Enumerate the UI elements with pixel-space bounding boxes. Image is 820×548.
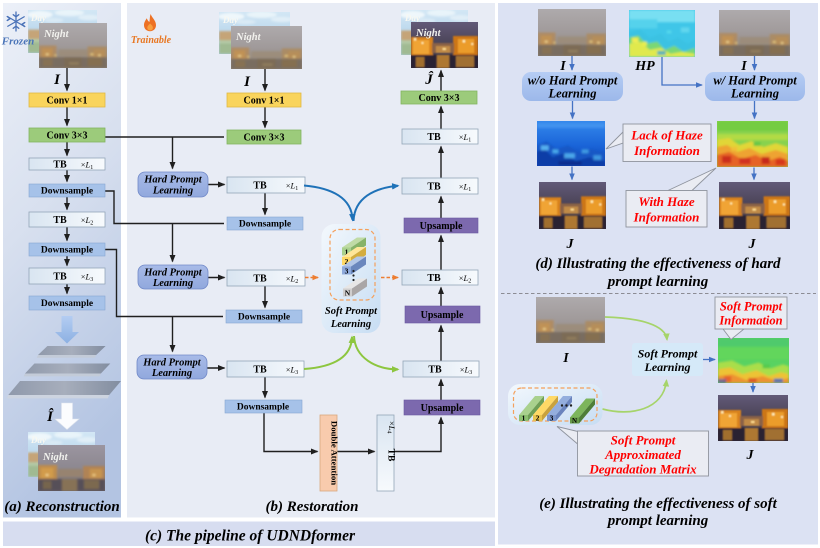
- svg-text:2: 2: [345, 257, 349, 266]
- svg-text:(c) The pipeline of UDNDformer: (c) The pipeline of UDNDformer: [145, 528, 356, 545]
- svg-text:2: 2: [536, 414, 540, 423]
- svg-text:Conv 3×3: Conv 3×3: [47, 131, 88, 142]
- svg-text:Double Attention: Double Attention: [330, 421, 340, 485]
- svg-text:w/ Hard Prompt: w/ Hard Prompt: [713, 74, 797, 88]
- svg-text:Learning: Learning: [548, 87, 597, 101]
- svg-text:Downsample: Downsample: [238, 313, 290, 323]
- svg-text:Downsample: Downsample: [41, 246, 93, 256]
- svg-text:Conv 3×3: Conv 3×3: [419, 93, 460, 104]
- svg-text:Ĵ: Ĵ: [424, 71, 434, 88]
- svg-text:Hard Prompt: Hard Prompt: [142, 358, 202, 369]
- svg-text:(e) Illustrating the effective: (e) Illustrating the effectiveness of so…: [539, 496, 777, 512]
- svg-text:Upsample: Upsample: [421, 403, 464, 414]
- svg-text:Soft Prompt: Soft Prompt: [720, 300, 783, 314]
- svg-text:(d) Illustrating the effective: (d) Illustrating the effectiveness of ha…: [535, 256, 781, 272]
- svg-text:×L1: ×L1: [81, 160, 94, 172]
- svg-text:I: I: [53, 72, 61, 88]
- svg-text:Information: Information: [633, 210, 700, 225]
- svg-text:3: 3: [345, 267, 349, 276]
- svg-text:1: 1: [345, 248, 349, 257]
- svg-text:Night: Night: [42, 452, 69, 463]
- svg-text:×L3: ×L3: [81, 272, 94, 284]
- svg-text:3: 3: [550, 414, 554, 423]
- svg-text:Day: Day: [30, 435, 47, 445]
- svg-text:N: N: [572, 417, 577, 425]
- svg-text:×L1: ×L1: [459, 132, 472, 144]
- svg-text:TB: TB: [253, 181, 267, 192]
- svg-text:×L1: ×L1: [286, 181, 299, 193]
- svg-text:Learning: Learning: [730, 87, 779, 101]
- svg-text:Day: Day: [404, 13, 421, 23]
- svg-text:Information: Information: [718, 314, 782, 328]
- svg-text:I: I: [559, 59, 566, 74]
- svg-text:Learning: Learning: [643, 360, 690, 374]
- svg-text:prompt learning: prompt learning: [606, 274, 709, 290]
- svg-text:Conv 1×1: Conv 1×1: [244, 96, 285, 107]
- svg-text:Î: Î: [46, 408, 54, 425]
- svg-text:I: I: [740, 59, 747, 74]
- svg-text:Night: Night: [415, 28, 442, 39]
- svg-text:Hard Prompt: Hard Prompt: [143, 175, 203, 186]
- svg-text:×L2: ×L2: [286, 274, 299, 286]
- svg-text:TB: TB: [427, 132, 441, 143]
- svg-text:Conv 3×3: Conv 3×3: [244, 133, 285, 144]
- svg-text:TB: TB: [53, 160, 67, 171]
- svg-text:1: 1: [522, 414, 526, 423]
- svg-text:(b) Restoration: (b) Restoration: [266, 499, 359, 515]
- svg-text:×L4: ×L4: [386, 421, 398, 434]
- svg-text:×L2: ×L2: [459, 273, 472, 285]
- svg-text:Learning: Learning: [152, 186, 193, 197]
- svg-text:Learning: Learning: [152, 278, 193, 289]
- svg-text:Day: Day: [222, 15, 239, 25]
- svg-text:Soft Prompt: Soft Prompt: [611, 433, 676, 448]
- svg-text:Night: Night: [43, 29, 70, 40]
- svg-text:Downsample: Downsample: [239, 220, 291, 230]
- svg-text:With Haze: With Haze: [638, 194, 694, 209]
- svg-text:Night: Night: [235, 32, 262, 43]
- svg-text:TB: TB: [428, 365, 442, 376]
- svg-text:TB: TB: [427, 273, 441, 284]
- svg-text:Upsample: Upsample: [421, 310, 464, 321]
- svg-text:Frozen: Frozen: [1, 36, 34, 48]
- svg-text:Upsample: Upsample: [420, 221, 463, 232]
- svg-text:Conv 1×1: Conv 1×1: [47, 96, 88, 107]
- svg-text:Information: Information: [633, 143, 700, 158]
- svg-text:J: J: [748, 237, 757, 252]
- svg-text:TB: TB: [253, 274, 267, 285]
- svg-text:(a) Reconstruction: (a) Reconstruction: [4, 499, 119, 515]
- svg-text:Soft Prompt: Soft Prompt: [638, 347, 698, 361]
- svg-text:×L2: ×L2: [81, 215, 94, 227]
- svg-text:Downsample: Downsample: [237, 403, 289, 413]
- svg-text:TB: TB: [386, 449, 396, 462]
- svg-text:TB: TB: [253, 365, 267, 376]
- svg-text:TB: TB: [53, 215, 67, 226]
- svg-text:×L3: ×L3: [286, 365, 299, 377]
- svg-text:Learning: Learning: [151, 368, 192, 379]
- svg-text:Downsample: Downsample: [41, 299, 93, 309]
- svg-text:w/o Hard Prompt: w/o Hard Prompt: [528, 74, 618, 88]
- svg-text:I: I: [243, 74, 251, 90]
- svg-text:Learning: Learning: [330, 319, 371, 330]
- svg-text:HP: HP: [634, 59, 655, 74]
- svg-text:Approximated: Approximated: [604, 447, 681, 462]
- svg-text:Lack of Haze: Lack of Haze: [630, 128, 703, 143]
- svg-text:Degradation Matrix: Degradation Matrix: [588, 462, 697, 477]
- svg-text:prompt learning: prompt learning: [606, 513, 709, 529]
- svg-text:N: N: [345, 289, 351, 298]
- svg-text:J: J: [566, 237, 575, 252]
- svg-text:Downsample: Downsample: [41, 187, 93, 197]
- svg-text:Day: Day: [30, 13, 47, 23]
- svg-text:×L3: ×L3: [460, 365, 473, 377]
- svg-text:Trainable: Trainable: [131, 35, 172, 46]
- svg-text:TB: TB: [53, 272, 67, 283]
- svg-text:I: I: [562, 351, 569, 366]
- svg-text:Soft Prompt: Soft Prompt: [325, 306, 378, 317]
- svg-text:Hard Prompt: Hard Prompt: [143, 268, 203, 279]
- svg-text:J: J: [746, 448, 755, 463]
- svg-text:×L1: ×L1: [459, 182, 472, 194]
- svg-text:TB: TB: [427, 182, 441, 193]
